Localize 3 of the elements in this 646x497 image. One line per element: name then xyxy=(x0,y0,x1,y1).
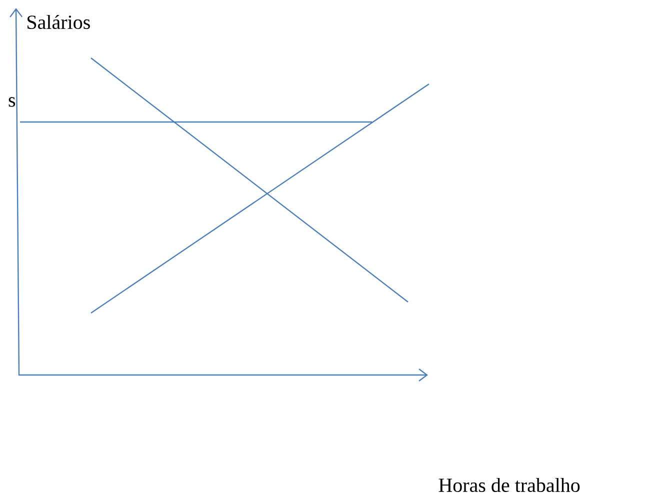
axis-label: s xyxy=(8,97,16,107)
axis-label: Horas de trabalho xyxy=(438,478,580,492)
axis-label: Salários xyxy=(28,14,90,30)
